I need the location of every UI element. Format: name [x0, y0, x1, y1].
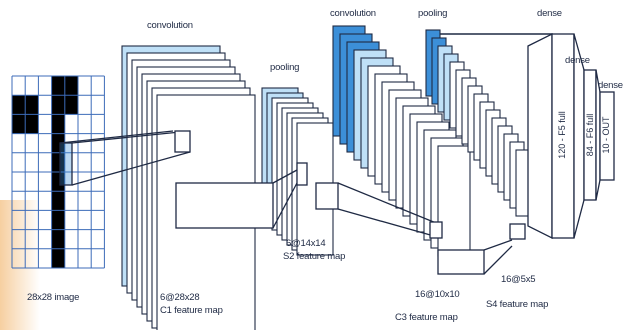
grid-cell-black: [51, 114, 65, 134]
grid-cell-black: [51, 191, 65, 211]
dense2-top-label: dense: [565, 55, 590, 66]
grid-cell-black: [51, 76, 65, 96]
c3-feature-map-stack: [332, 25, 471, 257]
grid-cell-black: [51, 172, 65, 192]
c1-map-label: C1 feature map: [160, 305, 223, 316]
dense1-top-label: dense: [537, 8, 562, 19]
dense3-layer-label: 10 - OUT: [601, 116, 611, 154]
c1-top-label: convolution: [147, 20, 193, 31]
background-glow: [0, 200, 40, 330]
c3-top-label: convolution: [330, 8, 376, 19]
grid-cell-black: [64, 95, 78, 115]
grid-cell-black: [12, 114, 26, 134]
input-image-grid: [11, 75, 105, 269]
s4-feature-map-stack: [425, 29, 531, 217]
feature-map-sheet: [437, 145, 471, 257]
s4-size-label: 16@5x5: [501, 274, 536, 285]
grid-cell-black: [51, 248, 65, 268]
grid-cell-black: [64, 76, 78, 96]
receptive-field-connections: [59, 130, 526, 275]
dense1-layer-label: 120 - F5 full: [557, 111, 567, 159]
c3-map-label: C3 feature map: [395, 312, 458, 323]
input-label: 28x28 image: [27, 292, 80, 303]
grid-cell-black: [25, 95, 39, 115]
c1-size-label: 6@28x28: [160, 292, 200, 303]
s4-map-label: S4 feature map: [486, 299, 549, 310]
grid-cell-black: [51, 229, 65, 249]
s4-top-label: pooling: [418, 8, 448, 19]
grid-cell-black: [51, 152, 65, 172]
s2-top-label: pooling: [270, 62, 300, 73]
dense-10-layer: [599, 91, 615, 181]
grid-cell-black: [25, 114, 39, 134]
dense-layers: [440, 32, 615, 240]
grid-cell-black: [51, 133, 65, 153]
s2-size-label: 6@14x14: [286, 238, 326, 249]
dense2-layer-label: 84 - F6 full: [585, 113, 595, 157]
grid-cell-black: [12, 95, 26, 115]
s2-map-label: S2 feature map: [283, 251, 346, 262]
dense3-top-label: dense: [598, 80, 623, 91]
grid-cell-black: [51, 210, 65, 230]
c3-size-label: 16@10x10: [415, 289, 460, 300]
grid-cell-black: [51, 95, 65, 115]
